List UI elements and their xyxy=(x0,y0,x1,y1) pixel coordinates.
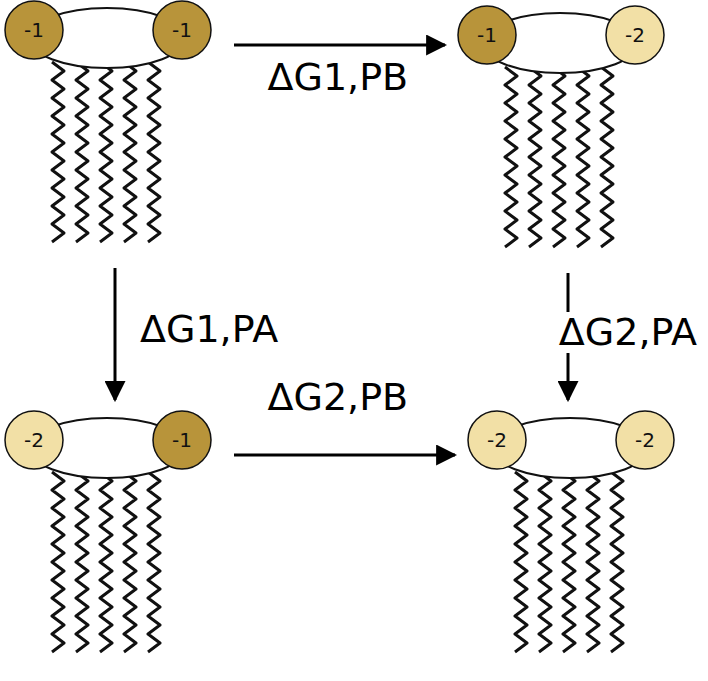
lipid-molecule: -1 -2 xyxy=(455,5,675,255)
reaction-arrow xyxy=(114,268,117,400)
free-energy-label: ΔG1,PA xyxy=(137,309,281,351)
charge-label: -1 xyxy=(152,0,212,60)
reaction-arrow xyxy=(234,454,455,457)
charge-label: -2 xyxy=(605,5,665,65)
charge-label: -1 xyxy=(4,0,64,60)
charge-label: -1 xyxy=(457,5,517,65)
charge-label: -2 xyxy=(4,410,64,470)
free-energy-label: ΔG2,PB xyxy=(265,377,412,419)
charge-label: -1 xyxy=(152,410,212,470)
lipid-molecule: -2 -1 xyxy=(2,410,222,660)
charge-label: -2 xyxy=(615,410,675,470)
free-energy-label: ΔG1,PB xyxy=(265,57,412,99)
free-energy-label: ΔG2,PA xyxy=(556,312,700,354)
lipid-molecule: -2 -2 xyxy=(465,410,685,660)
lipid-molecule: -1 -1 xyxy=(2,0,222,250)
reaction-arrow xyxy=(234,44,445,47)
charge-label: -2 xyxy=(467,410,527,470)
